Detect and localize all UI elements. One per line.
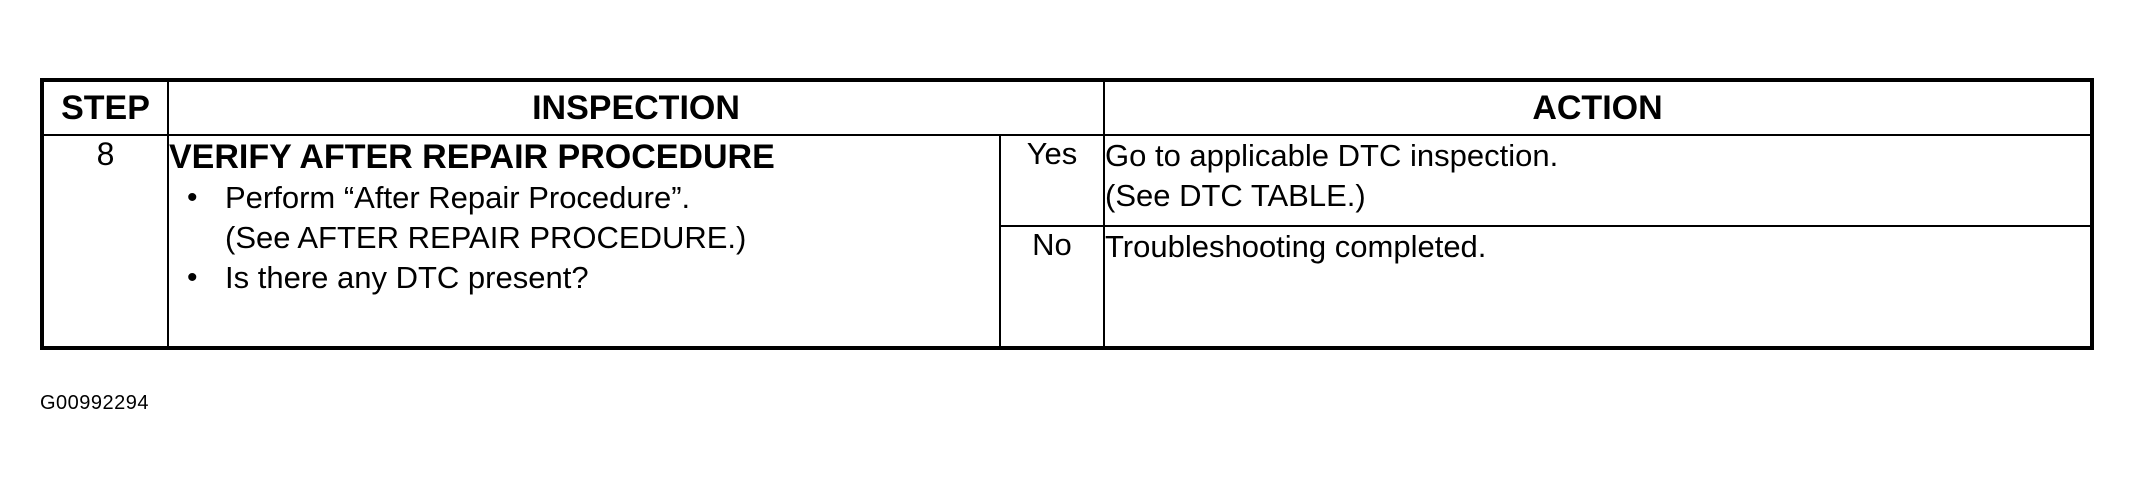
list-item: (See AFTER REPAIR PROCEDURE.) [169, 218, 999, 258]
diagnostic-procedure-table: STEP INSPECTION ACTION 8 VERIFY AFTER RE… [40, 78, 2094, 350]
list-item: • Perform “After Repair Procedure”. [169, 178, 999, 218]
inspection-cell: VERIFY AFTER REPAIR PROCEDURE • Perform … [167, 134, 1001, 349]
step-column-header: STEP [41, 79, 169, 136]
step-number: 8 [41, 134, 169, 349]
answer-no: No [999, 224, 1105, 350]
inspection-title: VERIFY AFTER REPAIR PROCEDURE [169, 138, 775, 176]
inspection-item-text: (See AFTER REPAIR PROCEDURE.) [225, 220, 747, 255]
table-row: No Troubleshooting completed. [42, 224, 2093, 350]
inspection-item-text: Perform “After Repair Procedure”. [225, 180, 691, 215]
table-row: 8 VERIFY AFTER REPAIR PROCEDURE • Perfor… [41, 134, 2093, 349]
table-header-row: STEP INSPECTION ACTION [41, 79, 2093, 136]
bullet-icon: • [187, 181, 198, 214]
inspection-list: • Perform “After Repair Procedure”. (See… [169, 178, 999, 298]
action-column-header: ACTION [1103, 79, 2093, 136]
bullet-icon: • [187, 261, 198, 294]
figure-id: G00992294 [40, 392, 150, 414]
answer-yes: Yes [999, 134, 1105, 227]
list-item: • Is there any DTC present? [169, 258, 999, 298]
inspection-column-header: INSPECTION [167, 79, 1105, 136]
action-yes-cell: Go to applicable DTC inspection. (See DT… [1103, 134, 2093, 227]
action-yes-line1: Go to applicable DTC inspection. [1105, 138, 1559, 173]
inspection-item-text: Is there any DTC present? [225, 260, 589, 295]
action-yes-line2: (See DTC TABLE.) [1105, 178, 1366, 213]
action-no-line1: Troubleshooting completed. [1105, 228, 1487, 264]
procedure-sheet: STEP INSPECTION ACTION 8 VERIFY AFTER RE… [40, 78, 2094, 350]
action-no-cell: Troubleshooting completed. [1103, 224, 2093, 350]
